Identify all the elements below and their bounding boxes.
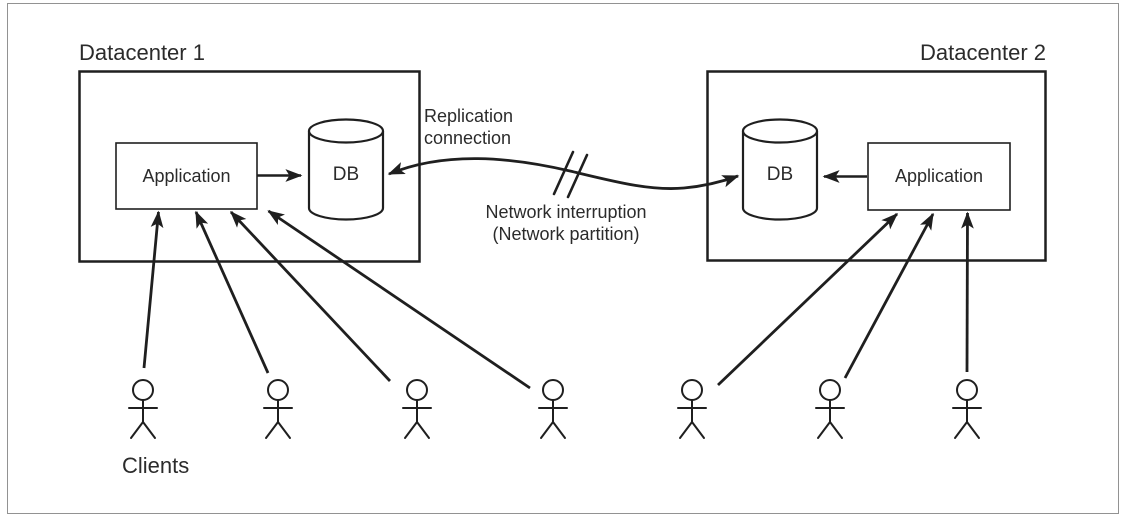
network-interruption-label: Network interruption (Network partition) <box>485 202 647 244</box>
db-1-cylinder-icon <box>307 118 385 221</box>
application-1-label: Application <box>142 165 231 186</box>
application-1-box <box>115 142 258 210</box>
client-figure-icon <box>402 379 432 439</box>
client-arrow <box>267 209 531 390</box>
client-arrow <box>142 210 164 369</box>
replication-connection-arrow <box>387 157 740 190</box>
db-2-label: DB <box>766 164 794 186</box>
client-arrow <box>961 211 974 373</box>
client-arrows <box>142 209 974 390</box>
db-1-label: DB <box>332 164 360 186</box>
replication-connection-label: Replication connection <box>424 106 514 148</box>
datacenter-1-title: Datacenter 1 <box>79 40 205 65</box>
client-figure-icon <box>538 379 568 439</box>
datacenter-2-title: Datacenter 2 <box>920 40 1046 65</box>
clients-label: Clients <box>122 453 190 478</box>
network-break-icon <box>552 150 589 199</box>
client-figure-icon <box>952 379 982 439</box>
client-arrow <box>229 210 392 382</box>
application-2-box <box>867 142 1011 211</box>
client-figure-icon <box>263 379 293 439</box>
client-arrow <box>717 212 899 387</box>
figure-border <box>7 3 1119 514</box>
client-arrow <box>194 210 270 374</box>
application-2-label: Application <box>894 166 984 187</box>
client-figure-icon <box>815 379 845 439</box>
client-figure-icon <box>677 379 707 439</box>
db-2-cylinder-icon <box>741 118 819 221</box>
client-arrow <box>843 212 935 379</box>
client-figure-icon <box>128 379 158 439</box>
